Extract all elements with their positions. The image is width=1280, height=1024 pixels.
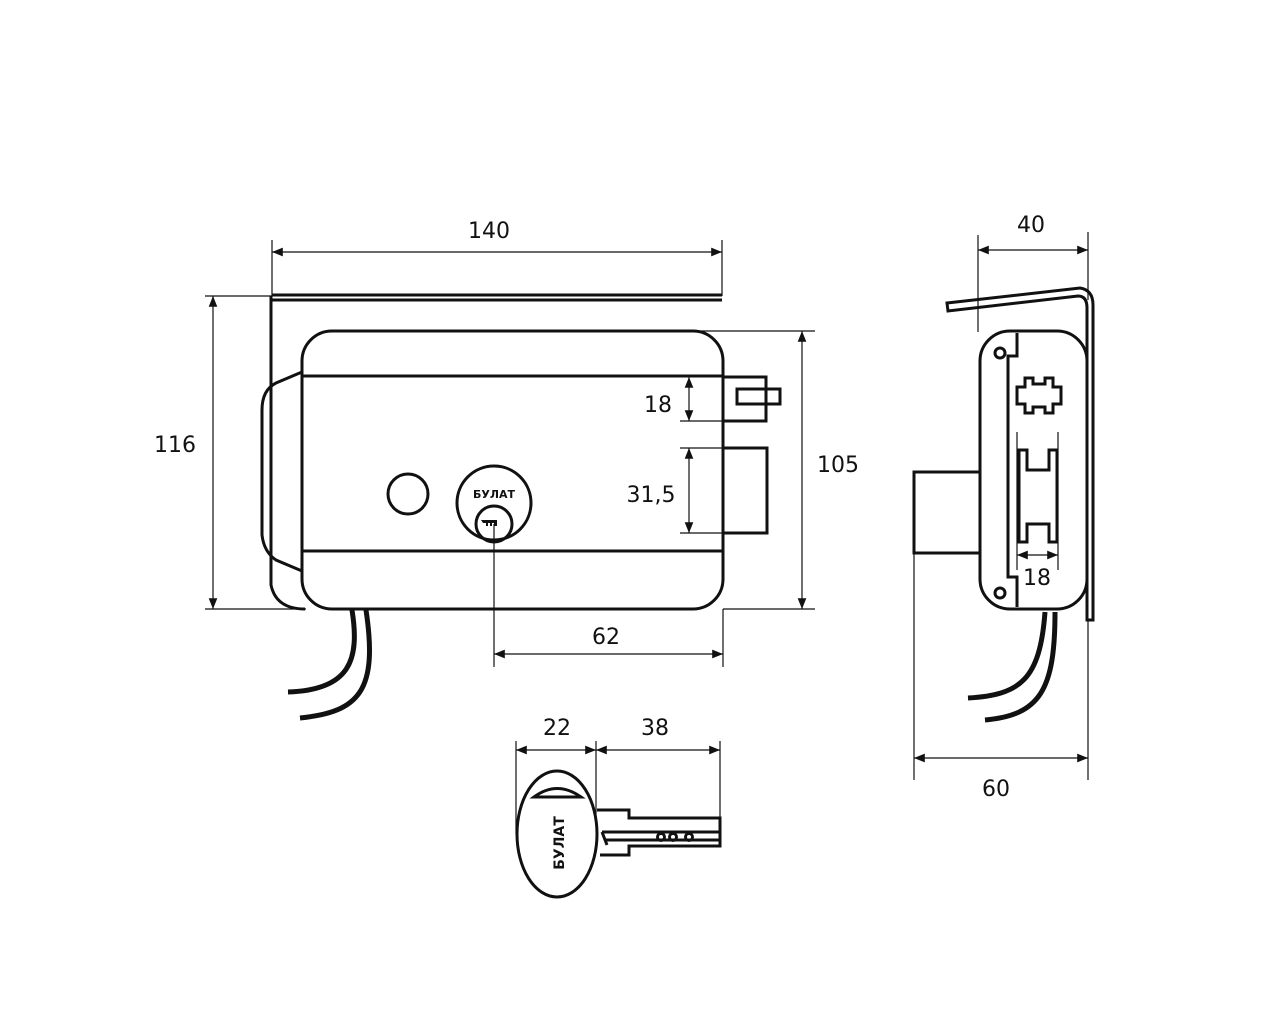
- key-head: [515, 769, 599, 899]
- dim-latch: 18: [644, 393, 672, 418]
- dim-body-height: 105: [817, 453, 859, 478]
- dim-bolt: 31,5: [627, 483, 676, 508]
- handle-cover: [260, 370, 303, 573]
- dead-bolt: [721, 446, 769, 535]
- wire: [299, 609, 372, 721]
- cylinder-brand-label: БУЛАТ: [473, 488, 516, 501]
- side-body: [978, 329, 1089, 611]
- latch-bolt: [721, 375, 768, 423]
- back-plate: [269, 296, 306, 611]
- side-view: 18 40 60: [912, 213, 1095, 802]
- dim-width: 140: [468, 219, 510, 244]
- side-bolt-block: [912, 470, 982, 555]
- dim-key-head: 22: [543, 716, 571, 741]
- dim-depth-60: 60: [982, 777, 1010, 802]
- key-view: БУЛАТ 22 38: [515, 716, 722, 899]
- key-brand-label: БУЛАТ: [552, 816, 568, 870]
- button-icon: [386, 472, 430, 516]
- wire: [287, 609, 357, 695]
- front-view: БУЛАТ 140 116 105 18 31,5 62: [154, 219, 859, 721]
- dim-height: 116: [154, 433, 196, 458]
- dim-side-bolt: 18: [1023, 566, 1051, 591]
- dim-key-blade: 38: [641, 716, 669, 741]
- dim-depth-40: 40: [1017, 213, 1045, 238]
- dim-cylinder-offset: 62: [592, 625, 620, 650]
- strike-bracket: [945, 286, 1095, 622]
- mounting-plate-top: [272, 293, 722, 302]
